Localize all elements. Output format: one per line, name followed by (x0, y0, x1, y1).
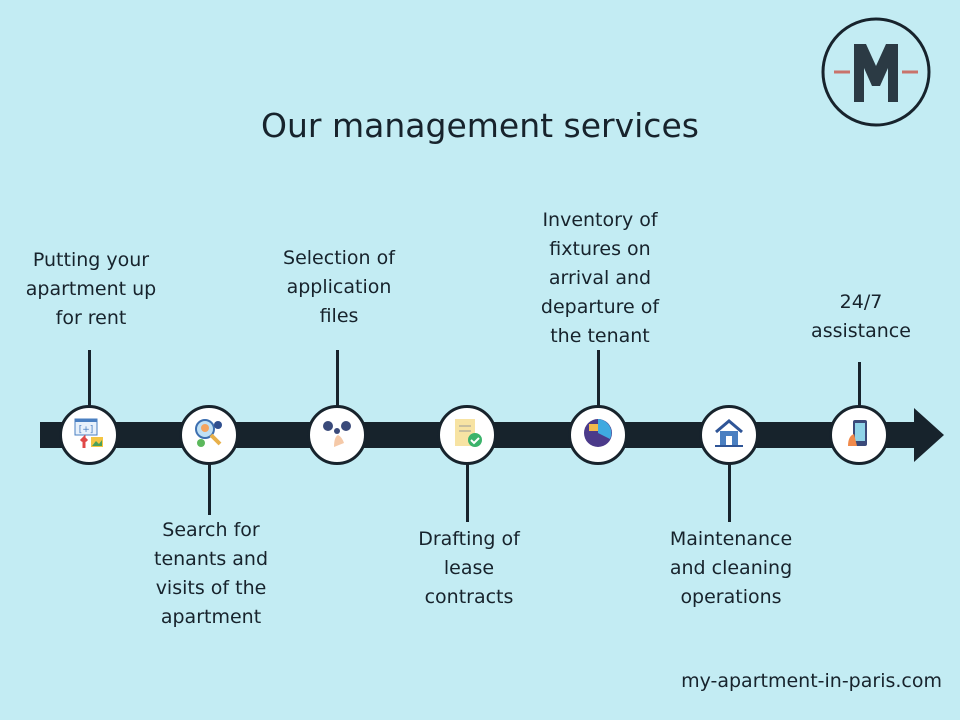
step-node-4 (437, 405, 497, 465)
step-label-line: contracts (424, 586, 514, 608)
step-label-line: departure of (540, 296, 660, 318)
step-label-line: Selection of (283, 247, 395, 269)
step-label-2: Search for tenants and visits of the apartm… (126, 516, 296, 632)
svg-text:[+]: [+] (79, 425, 94, 435)
step-label-line: assistance (811, 320, 911, 342)
step-label-line: files (319, 305, 359, 327)
connector-line (466, 464, 469, 522)
house-maintenance-icon (712, 416, 746, 454)
phone-assistance-icon (842, 416, 876, 454)
step-label-line: for rent (55, 307, 127, 329)
select-applicant-icon (320, 416, 354, 454)
connector-line (858, 362, 861, 406)
connector-line (728, 464, 731, 522)
step-label-7: 24/7 assistance (776, 288, 946, 346)
timeline-arrowhead (914, 408, 944, 462)
step-label-line: arrival and (548, 267, 652, 289)
connector-line (336, 350, 339, 406)
step-label-line: and cleaning (669, 557, 793, 579)
website-url: my-apartment-in-paris.com (681, 670, 942, 692)
step-label-line: apartment up (25, 278, 157, 300)
search-tenants-icon (192, 416, 226, 454)
step-node-3 (307, 405, 367, 465)
step-label-line: Inventory of (542, 209, 658, 231)
step-label-line: fixtures on (549, 238, 651, 260)
step-label-line: tenants and (154, 548, 268, 570)
page-title: Our management services (261, 106, 699, 145)
inventory-icon (581, 416, 615, 454)
step-label-1: Putting your apartment up for rent (6, 246, 176, 333)
step-node-2 (179, 405, 239, 465)
step-label-6: Maintenance and cleaning operations (646, 525, 816, 612)
connector-line (208, 464, 211, 515)
connector-line (597, 350, 600, 406)
step-label-4: Drafting of lease contracts (384, 525, 554, 612)
connector-line (88, 350, 91, 406)
step-label-line: Maintenance (669, 528, 793, 550)
step-label-line: apartment (160, 606, 262, 628)
step-label-line: Search for (162, 519, 260, 541)
step-node-6 (699, 405, 759, 465)
step-label-line: lease (443, 557, 495, 579)
step-label-5: Inventory of fixtures on arrival and depart… (515, 206, 685, 351)
step-label-line: 24/7 (839, 291, 883, 313)
logo (821, 17, 931, 127)
step-label-line: Drafting of (418, 528, 520, 550)
step-node-5 (568, 405, 628, 465)
step-node-1: [+] (59, 405, 119, 465)
step-label-3: Selection of application files (254, 244, 424, 331)
step-label-line: visits of the (155, 577, 267, 599)
step-label-line: Putting your (32, 249, 150, 271)
step-node-7 (829, 405, 889, 465)
step-label-line: application (286, 276, 392, 298)
contract-icon (450, 416, 484, 454)
step-label-line: operations (680, 586, 782, 608)
step-label-line: the tenant (550, 325, 650, 347)
upload-listing-icon: [+] (72, 416, 106, 454)
